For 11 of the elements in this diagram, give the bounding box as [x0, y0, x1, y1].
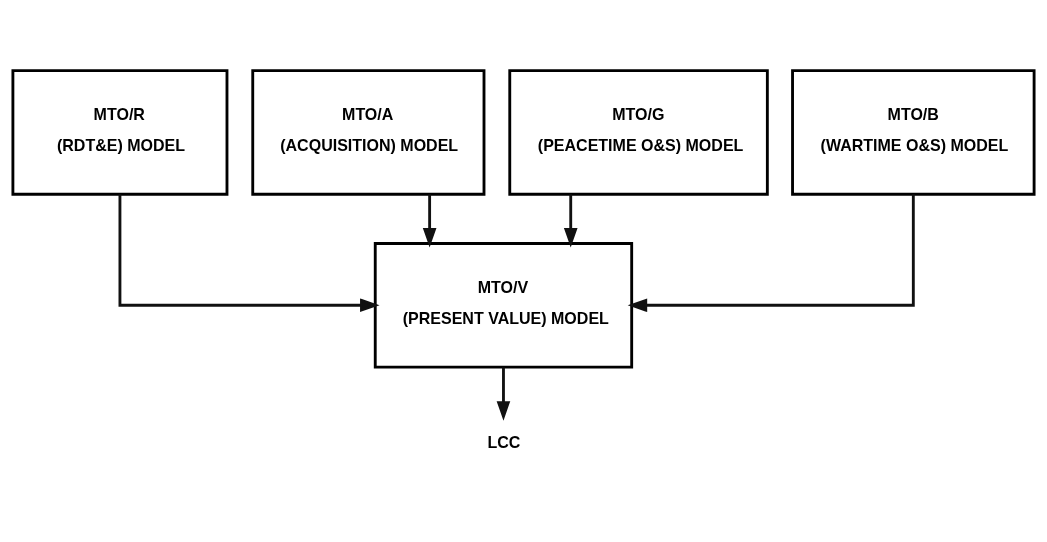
node-box: MTO/A (ACQUISITION) MODEL — [251, 68, 486, 196]
arrow — [496, 367, 511, 421]
arrow — [118, 193, 380, 312]
arrow — [422, 193, 437, 248]
node-box: MTO/G (PEACETIME O&S) MODEL — [508, 68, 769, 196]
node-box: MTO/R (RDT&E) MODEL — [11, 68, 229, 196]
node-box: MTO/B (WARTIME O&S) MODEL — [791, 68, 1036, 196]
arrow — [563, 193, 578, 248]
node-box: MTO/V (PRESENT VALUE) MODEL — [373, 241, 634, 368]
arrow — [627, 193, 915, 312]
node-text: LCC — [487, 432, 521, 451]
